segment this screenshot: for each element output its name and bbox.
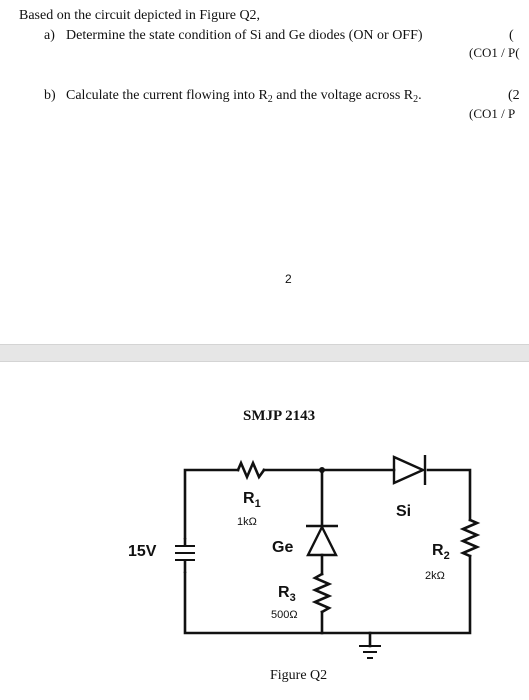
- r1-label: R1: [243, 490, 261, 510]
- part-a-paren: (: [509, 28, 514, 43]
- part-b-sub1: 2: [267, 94, 273, 105]
- resistor-r3: [311, 572, 333, 614]
- part-b-text: Calculate the current flowing into R2 an…: [66, 88, 422, 105]
- junction-dot: [319, 467, 325, 473]
- r1-value: 1kΩ: [237, 516, 257, 528]
- resistor-r1: [236, 459, 266, 481]
- part-b-text-end: .: [418, 88, 422, 103]
- r3-name: R: [278, 584, 290, 601]
- question-intro: Based on the circuit depicted in Figure …: [19, 8, 261, 23]
- circuit-diagram: [175, 455, 481, 659]
- part-b-text-main: Calculate the current flowing into R: [66, 88, 268, 103]
- part-a-co: (CO1 / P(: [469, 45, 520, 60]
- r3-label: R3: [278, 584, 296, 604]
- part-a-text: Determine the state condition of Si and …: [66, 28, 423, 43]
- figure-caption: Figure Q2: [270, 668, 328, 683]
- part-b-text-tail: and the voltage across R: [272, 88, 414, 103]
- part-b-paren: (2: [508, 88, 520, 103]
- page-separator: [0, 344, 529, 362]
- si-label: Si: [396, 503, 412, 520]
- ge-diode: [306, 524, 338, 557]
- r3-sub: 3: [289, 592, 296, 604]
- course-code: SMJP 2143: [243, 408, 316, 424]
- part-b-label: b): [44, 88, 56, 103]
- r2-value: 2kΩ: [425, 570, 445, 582]
- r2-sub: 2: [443, 550, 450, 562]
- r2-label: R2: [432, 542, 450, 562]
- r1-sub: 1: [254, 498, 261, 510]
- resistor-r2: [459, 518, 481, 558]
- r3-value: 500Ω: [271, 609, 298, 621]
- part-b-co: (CO1 / P: [469, 106, 516, 121]
- source-label: 15V: [128, 543, 157, 560]
- ground-symbol: [359, 645, 381, 659]
- part-a-label: a): [44, 28, 55, 43]
- wire-right-down: [183, 554, 472, 635]
- wire-top-left: [183, 468, 240, 540]
- wire-top-right: [426, 468, 472, 522]
- battery-15v: [175, 538, 195, 573]
- page-number: 2: [285, 272, 292, 286]
- r2-name: R: [432, 542, 444, 559]
- part-b-sub2: 2: [413, 94, 419, 105]
- r1-name: R: [243, 490, 255, 507]
- ge-label: Ge: [272, 539, 294, 556]
- si-diode: [392, 455, 427, 485]
